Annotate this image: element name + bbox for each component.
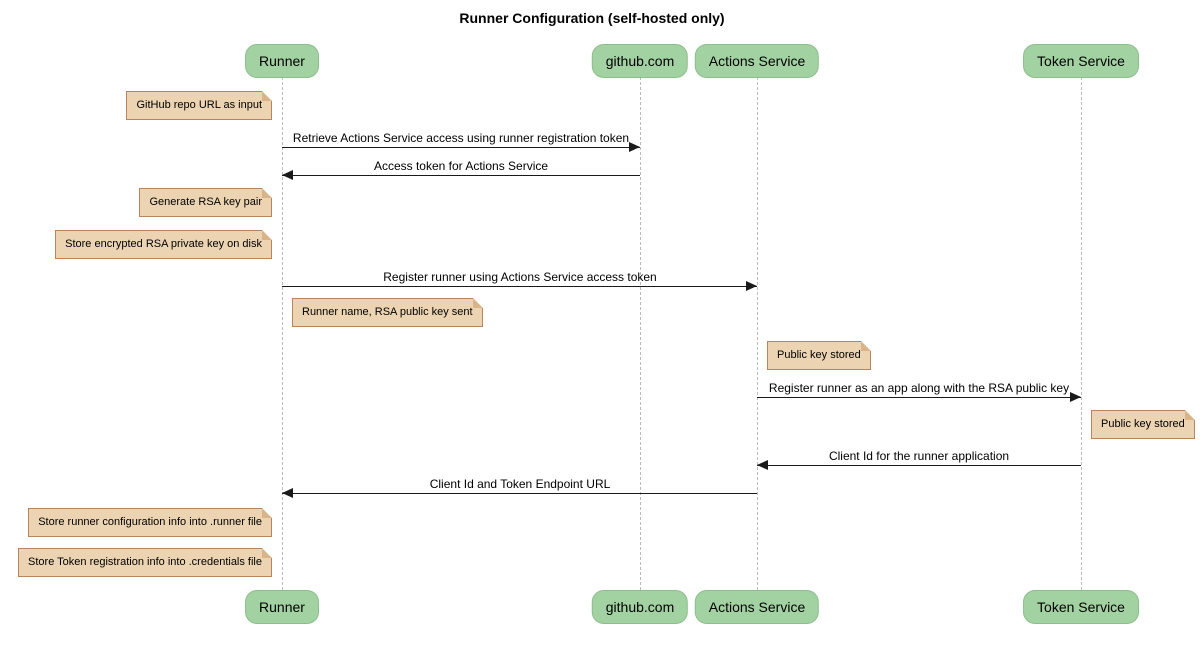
message-line: [757, 397, 1081, 398]
note-store-encrypted-rsa-key: Store encrypted RSA private key on disk: [55, 230, 272, 259]
message-line: [757, 465, 1081, 466]
participant-actions-service-top: Actions Service: [694, 44, 820, 78]
participant-github-top: github.com: [591, 44, 689, 78]
participant-runner-bottom: Runner: [245, 590, 319, 624]
arrowhead-right-icon: [746, 281, 757, 291]
note-public-key-stored-token: Public key stored: [1091, 410, 1195, 439]
arrowhead-right-icon: [629, 142, 640, 152]
arrowhead-right-icon: [1070, 392, 1081, 402]
message-label: Client Id and Token Endpoint URL: [429, 477, 611, 491]
participant-github-bottom: github.com: [591, 590, 689, 624]
message-label: Register runner as an app along with the…: [768, 381, 1070, 395]
message-line: [282, 147, 640, 148]
message-label: Retrieve Actions Service access using ru…: [292, 131, 630, 145]
note-public-key-stored-actions: Public key stored: [767, 341, 871, 370]
message-line: [282, 286, 757, 287]
participant-token-service-top: Token Service: [1023, 44, 1139, 78]
lifeline-token-service: [1081, 77, 1082, 590]
lifeline-runner: [282, 77, 283, 590]
message-label: Client Id for the runner application: [828, 449, 1010, 463]
participant-token-service-bottom: Token Service: [1023, 590, 1139, 624]
arrowhead-left-icon: [757, 460, 768, 470]
lifeline-github: [640, 77, 641, 590]
note-generate-rsa-key-pair: Generate RSA key pair: [139, 188, 272, 217]
lifeline-actions-service: [757, 77, 758, 590]
note-github-repo-url-input: GitHub repo URL as input: [126, 91, 272, 120]
message-label: Access token for Actions Service: [373, 159, 549, 173]
arrowhead-left-icon: [282, 488, 293, 498]
message-label: Register runner using Actions Service ac…: [383, 270, 657, 284]
participant-actions-service-bottom: Actions Service: [694, 590, 820, 624]
participant-runner-top: Runner: [245, 44, 319, 78]
note-runner-name-public-key-sent: Runner name, RSA public key sent: [292, 298, 483, 327]
arrowhead-left-icon: [282, 170, 293, 180]
diagram-title: Runner Configuration (self-hosted only): [459, 10, 725, 26]
note-store-token-registration: Store Token registration info into .cred…: [18, 548, 272, 577]
note-store-runner-config: Store runner configuration info into .ru…: [28, 508, 272, 537]
message-line: [282, 493, 757, 494]
message-line: [282, 175, 640, 176]
